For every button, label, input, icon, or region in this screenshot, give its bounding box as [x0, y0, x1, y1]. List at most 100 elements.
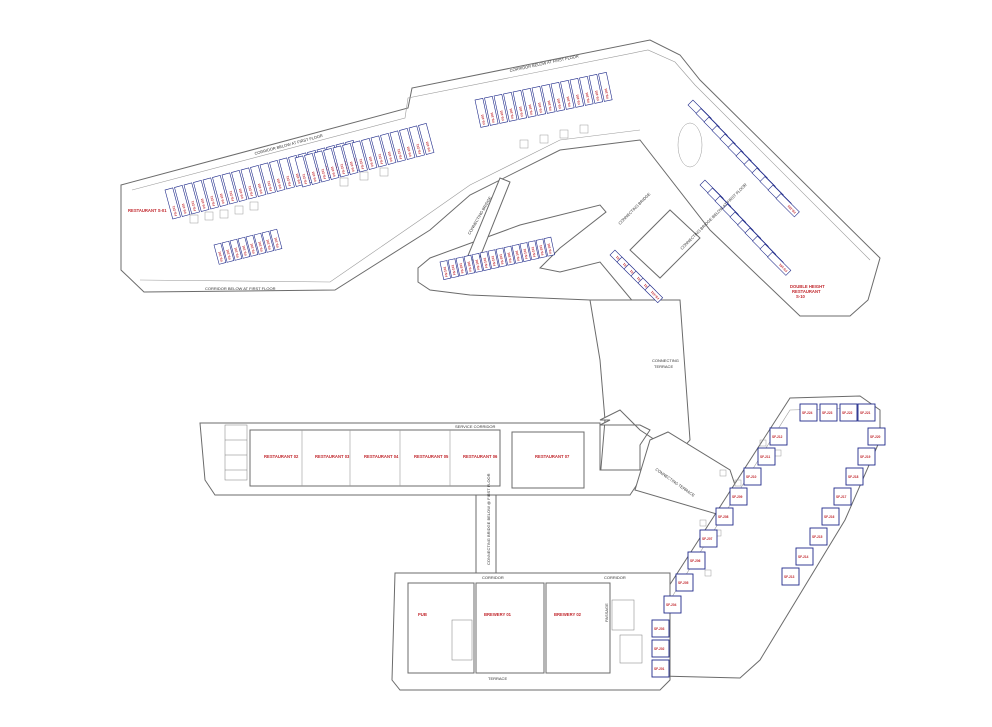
shop-unit: FS-101	[511, 243, 523, 264]
shop-unit-outline	[471, 252, 483, 273]
shop-unit-outline	[389, 130, 406, 163]
sf-unit: SF-201	[651, 659, 670, 678]
shop-unit-outline	[522, 87, 537, 118]
shop-unit: FS-101	[512, 89, 528, 120]
sf-unit-label: SF-204	[666, 603, 677, 607]
shop-unit-outline	[439, 260, 451, 280]
sf-unit: SF-216	[821, 507, 840, 526]
shop-unit-label: FS-101	[209, 195, 216, 206]
sf-unit-outline	[699, 529, 718, 548]
shop-unit: FS-101	[174, 185, 191, 217]
shop-unit: FS-101	[313, 150, 330, 183]
sf-unit-label: SF-201	[654, 667, 665, 671]
shop-unit: FS-101	[361, 138, 378, 170]
sf-unit: SF-220	[867, 427, 886, 446]
shop-unit: FS-101	[212, 175, 229, 207]
shop-unit-label: FS-101	[415, 143, 422, 154]
shop-unit-label: FS-101	[181, 203, 188, 214]
sf-unit: SF-219	[857, 447, 876, 466]
shop-unit-label: FS-101	[531, 246, 537, 257]
corridor-below-label-bottom: CORRIDOR BELOW AT FIRST FLOOR	[205, 286, 276, 291]
shop-unit-outline	[294, 155, 311, 188]
brewery-02-label: BREWERY 02	[554, 612, 582, 617]
sf-unit-outline	[833, 487, 852, 506]
shop-unit-label: FS-101	[585, 92, 591, 103]
shop-unit: FS-101	[229, 238, 243, 261]
shop-unit: FS-101	[543, 236, 555, 257]
shop-unit-label: FS-101	[190, 200, 197, 211]
shop-unit: FS-101	[560, 79, 575, 110]
shop-unit: FS-101	[493, 93, 509, 124]
sf-unit: SF-217	[833, 487, 852, 506]
shop-unit-label: FS-101	[358, 158, 365, 169]
restaurant-05-label: RESTAURANT 05	[414, 454, 449, 459]
connecting-terrace-label-1: CONNECTING	[652, 358, 679, 363]
restaurant-06-label: RESTAURANT 06	[463, 454, 498, 459]
sf-unit-label: SF-221	[860, 411, 871, 415]
shop-unit-label: FS-101	[539, 244, 545, 255]
shop-unit: FS-101	[294, 155, 311, 188]
shop-unit: FS-101	[221, 172, 238, 205]
sf-unit-outline	[687, 551, 706, 570]
shop-unit-label: FS-101	[515, 250, 521, 261]
shop-unit: FS-101	[399, 128, 416, 160]
sf-unit-outline	[757, 447, 776, 466]
sf-unit: SF-205	[675, 573, 694, 592]
shop-unit-outline	[304, 153, 321, 185]
sf-unit: SF-212	[769, 427, 788, 446]
shop-unit-outline	[245, 234, 259, 257]
shop-unit-label: FS-101	[491, 255, 497, 266]
shop-unit: FS-101	[503, 91, 518, 122]
sf-unit: SF-210	[743, 467, 762, 486]
restaurant-03-label: RESTAURANT 03	[315, 454, 350, 459]
corridor-label-2: CORRIDOR	[604, 575, 626, 580]
shop-unit-outline	[370, 135, 387, 168]
pub-label: PUB	[418, 612, 427, 617]
sf-unit-outline	[821, 507, 840, 526]
sf-unit-outline	[867, 427, 886, 446]
shop-unit-label: FS-101	[467, 261, 473, 272]
shop-unit-outline	[231, 170, 248, 202]
shop-unit-label: FS-101	[556, 98, 562, 109]
sf-unit-outline	[729, 487, 748, 506]
shop-unit: FS-101	[463, 254, 475, 275]
shop-unit: FS-101	[588, 73, 604, 104]
shop-unit-outline	[487, 249, 499, 270]
shop-unit: FS-101	[418, 123, 435, 155]
shop-unit: FS-101	[484, 95, 499, 126]
sf-unit: SF-221	[857, 403, 876, 422]
shop-unit-outline	[511, 243, 523, 264]
shop-unit-label: FS-101	[575, 94, 581, 105]
shop-unit-outline	[767, 251, 792, 276]
shop-unit: FS-101	[240, 167, 257, 200]
sf-unit-label: SF-203	[654, 627, 665, 631]
shop-unit-outline	[380, 133, 397, 165]
shop-unit: FS-101	[164, 187, 181, 220]
shop-unit-outline	[229, 238, 243, 261]
shop-unit-outline	[512, 89, 528, 120]
sf-unit-outline	[845, 467, 864, 486]
shop-unit: FS-101	[522, 87, 537, 118]
double-height-label-3: S-10	[796, 294, 806, 299]
shop-unit-label: FS-101	[480, 114, 486, 125]
sf-unit-outline	[651, 659, 670, 678]
shop-unit-label: FS-101	[507, 252, 513, 263]
shop-unit-label: FS-101	[499, 253, 505, 264]
shop-unit-label: FS-101	[311, 171, 318, 182]
sf-unit-outline	[743, 467, 762, 486]
shop-unit-label: FS-101	[778, 263, 788, 273]
shop-unit-outline	[212, 175, 229, 207]
sf-unit-label: SF-222	[842, 411, 853, 415]
bottom-block	[391, 572, 671, 691]
shop-unit: FS-101	[253, 232, 267, 255]
shop-unit-outline	[644, 284, 664, 304]
shop-unit-outline	[259, 162, 276, 195]
shop-unit-label: FS-101	[537, 102, 543, 113]
shop-unit: FS-101	[569, 77, 585, 108]
sf-unit-outline	[781, 567, 800, 586]
shop-unit: FS-101	[775, 193, 800, 218]
brewery-01-label: BREWERY 01	[484, 612, 512, 617]
shop-unit-outline	[519, 242, 531, 262]
shop-unit-label: FS-101	[547, 243, 553, 254]
restaurant-02-label: RESTAURANT 02	[264, 454, 299, 459]
